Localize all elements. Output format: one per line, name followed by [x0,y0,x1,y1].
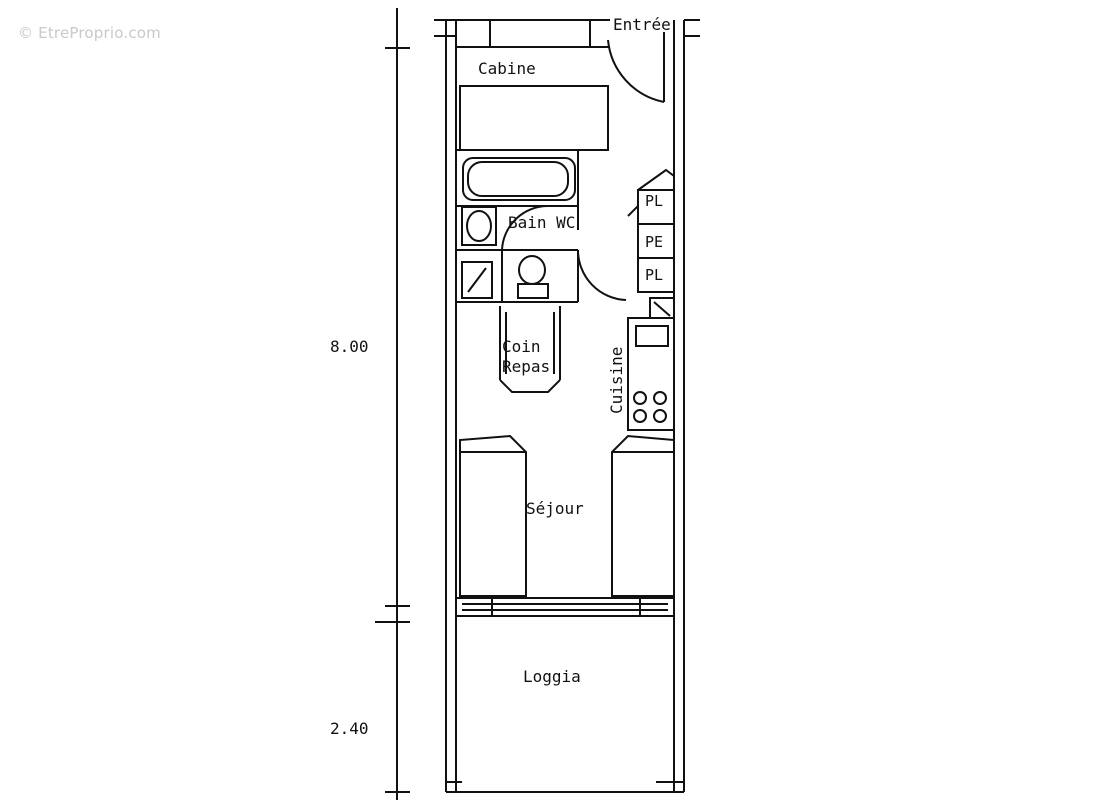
room-label-coin: Coin [502,337,541,356]
outer-walls [434,19,700,793]
closet-label-pe: PE [645,233,663,251]
cabine-cupboard [459,85,609,151]
bathroom [456,150,627,303]
room-label-loggia: Loggia [523,667,581,686]
sofas [459,434,675,597]
room-label-sejour: Séjour [526,499,584,518]
dimension-upper-label: 8.00 [330,337,369,356]
room-label-cabine: Cabine [478,59,536,78]
room-label-bain-wc: Bain WC [508,213,575,232]
room-label-entree: Entrée [613,15,671,34]
room-label-repas: Repas [502,357,550,376]
dining-table [499,306,561,393]
closet-label-pl-top: PL [645,192,663,210]
dimension-lower-label: 2.40 [330,719,369,738]
closets [627,168,675,319]
dimension-line [375,8,410,800]
watermark: © EtreProprio.com [18,24,161,42]
room-label-cuisine: Cuisine [607,347,626,414]
kitchen [627,317,675,431]
loggia-window [456,597,674,617]
entrance-door [607,32,665,103]
closet-label-pl-bottom: PL [645,266,663,284]
